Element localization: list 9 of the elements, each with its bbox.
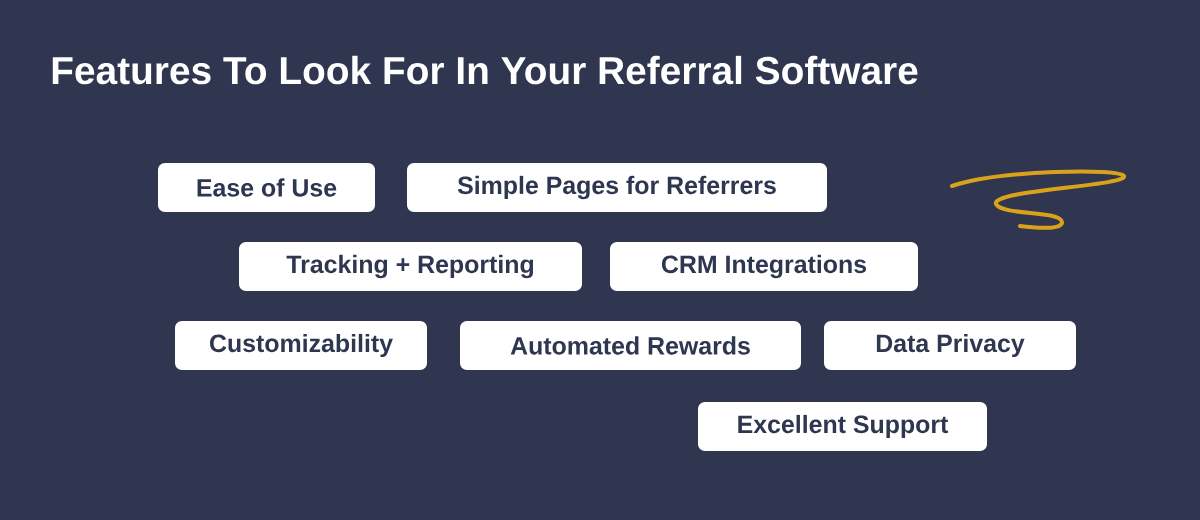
feature-pill: Automated Rewards bbox=[460, 321, 801, 370]
title: Features To Look For In Your Referral Software bbox=[52, 55, 918, 85]
feature-pill: Data Privacy bbox=[824, 321, 1076, 370]
feature-pill: Simple Pages for Referrers bbox=[407, 163, 827, 212]
feature-pill: Excellent Support bbox=[698, 402, 987, 451]
feature-pill: Customizability bbox=[175, 321, 427, 370]
feature-pill: Ease of Use bbox=[158, 163, 375, 212]
feature-pill: Tracking + Reporting bbox=[239, 242, 582, 291]
feature-pill: CRM Integrations bbox=[610, 242, 918, 291]
